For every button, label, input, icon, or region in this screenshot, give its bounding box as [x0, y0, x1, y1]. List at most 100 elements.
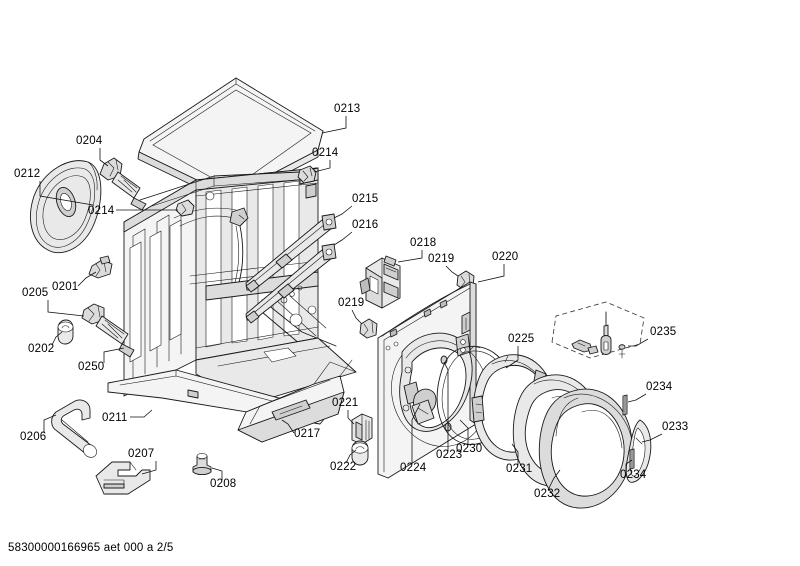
callout-leader-0206: [43, 414, 57, 433]
callout-leader-0208: [211, 467, 223, 480]
callout-0214a[interactable]: 0214: [88, 205, 178, 217]
callout-leader-0207: [141, 461, 157, 475]
callout-label-0218: 0218: [410, 237, 436, 249]
callout-0205[interactable]: 0205: [22, 287, 85, 317]
part-0215-transit-bolt-upper: [245, 213, 337, 293]
callout-label-0214b: 0214: [312, 147, 339, 159]
callout-leader-0204: [99, 148, 109, 167]
part-0201-retaining-clip: [88, 255, 113, 279]
callout-0220[interactable]: 0220: [477, 251, 518, 283]
callout-leader-0202: [51, 331, 63, 346]
part-0234-hinge-pin-lower: [629, 448, 635, 470]
part-0232-door-outer-ring: [538, 388, 633, 509]
callout-label-0219b: 0219: [338, 297, 364, 309]
callout-label-0208: 0208: [210, 478, 236, 490]
callout-0211[interactable]: 0211: [102, 409, 153, 424]
callout-0234b[interactable]: 0234: [620, 459, 647, 481]
callout-0214b[interactable]: 0214: [312, 147, 339, 173]
callout-0217[interactable]: 0217: [281, 419, 320, 440]
callout-leader-0223: [443, 361, 449, 451]
part-0206-spanner-wrench: [51, 399, 97, 458]
callout-label-0221: 0221: [332, 397, 358, 409]
callout-leader-0222: [345, 449, 357, 464]
callout-leader-0234a: [627, 393, 647, 403]
part-0235-fastener-kit: [551, 301, 645, 359]
callout-label-0232: 0232: [534, 488, 560, 500]
part-0216-transit-bolt-lower: [245, 243, 337, 324]
drawing-footer-text: 58300000166965 aet 000 a 2/5: [8, 542, 174, 554]
callout-0219a[interactable]: 0219: [428, 253, 459, 277]
callout-leader-0213: [321, 116, 347, 134]
callout-leader-0234b: [625, 459, 633, 471]
callout-0219b[interactable]: 0219: [338, 297, 364, 325]
callout-0234a[interactable]: 0234: [627, 381, 673, 403]
callout-leader-0221: [347, 410, 355, 425]
callout-leader-0219a: [445, 265, 459, 277]
callout-0201[interactable]: 0201: [52, 271, 97, 293]
callout-0221[interactable]: 0221: [332, 397, 358, 425]
callout-0230[interactable]: 0230: [456, 419, 482, 455]
callout-0208[interactable]: 0208: [210, 467, 236, 490]
callout-leader-0250: [103, 347, 125, 363]
part-0205-adjustable-foot-front: [81, 303, 135, 358]
part-0234-hinge-pin-upper: [622, 394, 628, 416]
callout-leader-0225: [505, 346, 519, 369]
callout-leader-0217: [281, 419, 295, 434]
callout-0204[interactable]: 0204: [76, 135, 109, 167]
callout-0206[interactable]: 0206: [20, 414, 57, 443]
callout-0225[interactable]: 0225: [505, 333, 534, 369]
callout-0207[interactable]: 0207: [128, 448, 157, 475]
callout-label-0202: 0202: [28, 343, 54, 355]
callout-label-0224: 0224: [400, 462, 427, 474]
callout-leader-0233: [641, 433, 663, 443]
callout-0231[interactable]: 0231: [506, 443, 532, 475]
callout-label-0235: 0235: [650, 326, 676, 338]
callout-label-0222: 0222: [330, 461, 356, 473]
part-0250-cabinet-housing: [123, 167, 357, 405]
callout-leader-0214b: [313, 160, 331, 173]
callout-0235[interactable]: 0235: [628, 326, 676, 347]
callout-0233[interactable]: 0233: [641, 421, 688, 443]
callout-0215[interactable]: 0215: [333, 193, 378, 219]
callout-0250[interactable]: 0250: [78, 347, 125, 373]
callout-leader-0216: [333, 231, 353, 246]
callout-0222[interactable]: 0222: [330, 449, 357, 473]
callout-label-0207: 0207: [128, 448, 154, 460]
part-0202-foot-cap: [57, 319, 74, 345]
callout-label-0234b: 0234: [620, 469, 647, 481]
callout-label-0216: 0216: [352, 219, 378, 231]
callout-0223[interactable]: 0223: [436, 361, 462, 461]
part-0204-adjustable-foot-rear: [99, 157, 147, 211]
callout-0232[interactable]: 0232: [534, 469, 561, 500]
callout-leader-0212: [39, 181, 94, 206]
callout-leader-0235: [628, 338, 649, 347]
callout-label-0234a: 0234: [646, 381, 673, 393]
callout-leader-0231: [511, 443, 519, 465]
callout-label-0219a: 0219: [428, 253, 454, 265]
callout-label-0201: 0201: [52, 281, 78, 293]
callout-0218[interactable]: 0218: [397, 237, 436, 263]
callout-label-0213: 0213: [334, 103, 360, 115]
callout-0202[interactable]: 0202: [28, 331, 63, 355]
part-0212-side-cover-cap: [30, 160, 102, 254]
callout-leader-0211: [130, 409, 153, 418]
callout-0212[interactable]: 0212: [14, 168, 94, 206]
callout-label-0223: 0223: [436, 449, 462, 461]
callout-label-0206: 0206: [20, 431, 46, 443]
callout-leader-0230: [459, 419, 469, 445]
callout-label-0214a: 0214: [88, 205, 115, 217]
part-0221-drawer-clip: [351, 413, 373, 445]
callout-0213[interactable]: 0213: [321, 103, 360, 134]
callout-leader-0218: [397, 250, 423, 263]
callout-0224[interactable]: 0224: [400, 403, 427, 474]
part-0214-cabinet-clip-right: [297, 165, 317, 184]
part-0207-transit-bracket: [95, 461, 151, 495]
callout-leader-0220: [477, 264, 505, 283]
callout-leader-0201: [77, 271, 97, 287]
callout-label-0230: 0230: [456, 443, 482, 455]
part-0208-foot-screw: [192, 453, 212, 476]
callout-0216[interactable]: 0216: [333, 219, 378, 246]
